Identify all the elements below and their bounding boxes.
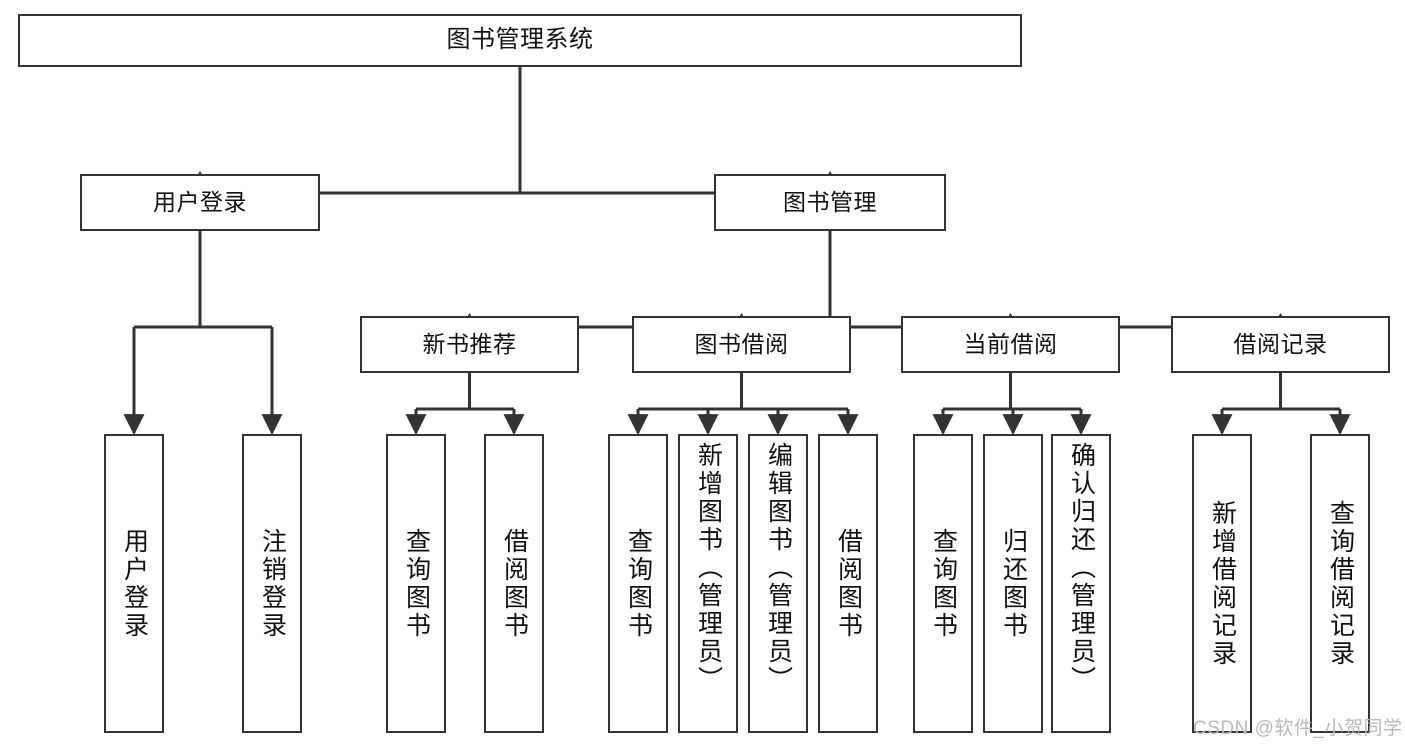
node-leaf-edit-book[interactable]: 编辑图书（管理员）	[748, 434, 808, 733]
node-leaf-borrow-book-1[interactable]: 借阅图书	[484, 434, 544, 733]
node-label: 新增图书（管理员）	[694, 442, 723, 694]
node-label: 编辑图书（管理员）	[764, 442, 793, 694]
csdn-watermark: CSDN @软件_小贺同学	[1193, 718, 1403, 739]
node-leaf-query-record[interactable]: 查询借阅记录	[1310, 434, 1370, 733]
node-label: 借阅图书	[500, 527, 529, 640]
node-label: 新增借阅记录	[1208, 499, 1237, 668]
node-leaf-user-login[interactable]: 用户登录	[104, 434, 164, 733]
node-label: 图书管理系统	[446, 26, 594, 54]
node-label: 查询借阅记录	[1326, 499, 1355, 668]
node-label: 确认归还（管理员）	[1067, 442, 1096, 694]
node-leaf-confirm-return[interactable]: 确认归还（管理员）	[1051, 434, 1111, 733]
node-label: 查询图书	[402, 527, 431, 640]
node-leaf-query-book-2[interactable]: 查询图书	[608, 434, 668, 733]
node-label: 借阅记录	[1233, 330, 1328, 357]
node-book-borrow[interactable]: 图书借阅	[632, 316, 851, 373]
node-current-borrow[interactable]: 当前借阅	[901, 316, 1120, 373]
node-label: 借阅图书	[834, 527, 863, 640]
node-label: 用户登录	[120, 527, 149, 640]
node-label: 当前借阅	[963, 330, 1058, 357]
node-user-login[interactable]: 用户登录	[80, 174, 320, 231]
node-label: 图书借阅	[694, 330, 789, 357]
node-leaf-query-book-3[interactable]: 查询图书	[913, 434, 973, 733]
node-label: 查询图书	[929, 527, 958, 640]
node-leaf-return-book[interactable]: 归还图书	[983, 434, 1043, 733]
node-leaf-query-book-1[interactable]: 查询图书	[386, 434, 446, 733]
node-label: 用户登录	[153, 188, 247, 215]
node-borrow-record[interactable]: 借阅记录	[1171, 316, 1390, 373]
node-leaf-add-record[interactable]: 新增借阅记录	[1192, 434, 1252, 733]
node-label: 查询图书	[624, 527, 653, 640]
node-leaf-logout[interactable]: 注销登录	[242, 434, 302, 733]
node-label: 归还图书	[999, 527, 1028, 640]
node-leaf-add-book[interactable]: 新增图书（管理员）	[678, 434, 738, 733]
node-book-manage[interactable]: 图书管理	[714, 174, 946, 231]
node-label: 注销登录	[258, 527, 287, 640]
node-label: 新书推荐	[422, 330, 517, 357]
node-label: 图书管理	[783, 188, 877, 215]
node-leaf-borrow-book-2[interactable]: 借阅图书	[818, 434, 878, 733]
node-root[interactable]: 图书管理系统	[18, 14, 1022, 67]
node-new-book-rec[interactable]: 新书推荐	[360, 316, 579, 373]
